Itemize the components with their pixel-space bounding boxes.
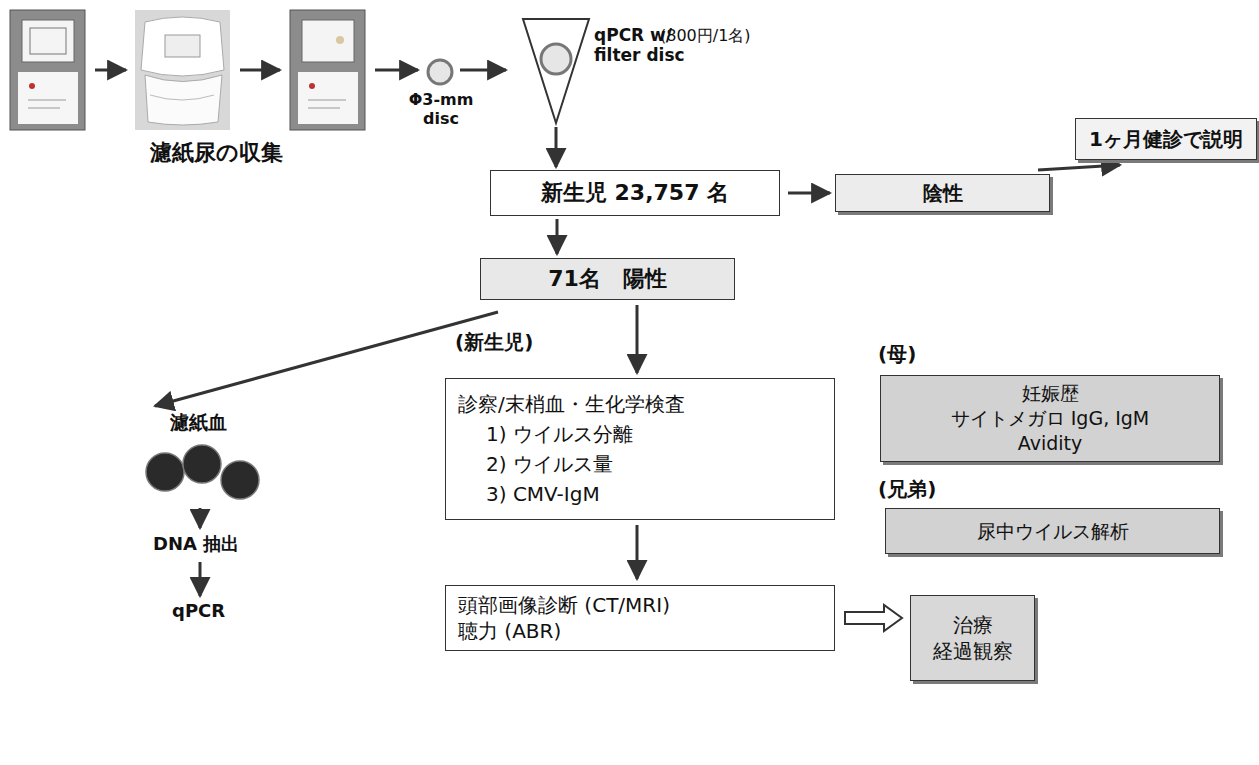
node-text: 1) ウイルス分離 [486,421,633,447]
group-label: (新生児) [455,330,533,354]
caption-label: 濾紙尿の収集 [150,140,283,166]
filter-card [290,10,365,130]
flow-connector [636,305,639,373]
step-label: DNA 抽出 [153,533,239,555]
mother-box: 妊娠歴サイトメガロ IgG, IgMAvidity [880,375,1220,462]
disc-label: Φ3-mm disc [404,90,478,128]
node-text: Avidity [1018,431,1082,456]
flow-connector [556,219,559,254]
blood-spot-icons [140,440,265,504]
filter-card [10,10,85,130]
diaper-photo [135,10,230,130]
filter-disc [541,44,571,74]
flow-connector [788,192,830,195]
filter-disc [428,60,452,84]
node-text: 治療 [953,612,993,638]
process-box: 頭部画像診断 (CT/MRI)聴力 (ABR) [445,585,835,651]
blood-spots: 濾紙血 [140,410,265,506]
node-text: 診察/末梢血・生化学検査 [458,391,685,417]
funnel-outline [523,19,589,123]
node-text: 3) CMV-IgM [486,481,600,507]
node-text: 聴力 (ABR) [458,618,561,644]
node-text: 新生児 23,757 名 [541,179,729,208]
node-text: 経過観察 [933,638,1013,664]
node-text: 妊娠歴 [1022,381,1079,406]
process-box: 1ヶ月健診で説明 [1075,118,1257,160]
node-label: 濾紙血 [170,410,227,436]
node-text: 71名 陽性 [548,265,667,294]
result-box: 陰性 [835,174,1050,212]
step-label: qPCR [172,600,225,622]
node-text: 陰性 [923,180,963,206]
blood-spot [183,445,221,483]
blood-spot [221,461,259,499]
group-label: (兄弟) [878,477,936,501]
sibling-box: 尿中ウイルス解析 [885,508,1220,554]
block-arrow [845,605,902,631]
node-text: 1ヶ月健診で説明 [1089,126,1243,152]
node-text: サイトメガロ IgG, IgM [951,406,1150,431]
result-box: 71名 陽性 [480,258,735,300]
process-box: 新生児 23,757 名 [490,170,780,216]
flow-connector [636,525,639,579]
cost-note: (800円/1名) [660,26,751,45]
node-text: 2) ウイルス量 [486,451,613,477]
blood-spot [146,453,184,491]
process-box: 診察/末梢血・生化学検査 1) ウイルス分離 2) ウイルス量 3) CMV-IgM [445,378,835,520]
funnel-shape [520,15,592,127]
node-text: 頭部画像診断 (CT/MRI) [458,592,670,618]
outcome-box: 治療経過観察 [910,595,1035,681]
group-label: (母) [878,342,916,366]
flow-connector [1038,165,1120,170]
node-text: 尿中ウイルス解析 [977,519,1129,544]
flow-connector [555,127,558,167]
